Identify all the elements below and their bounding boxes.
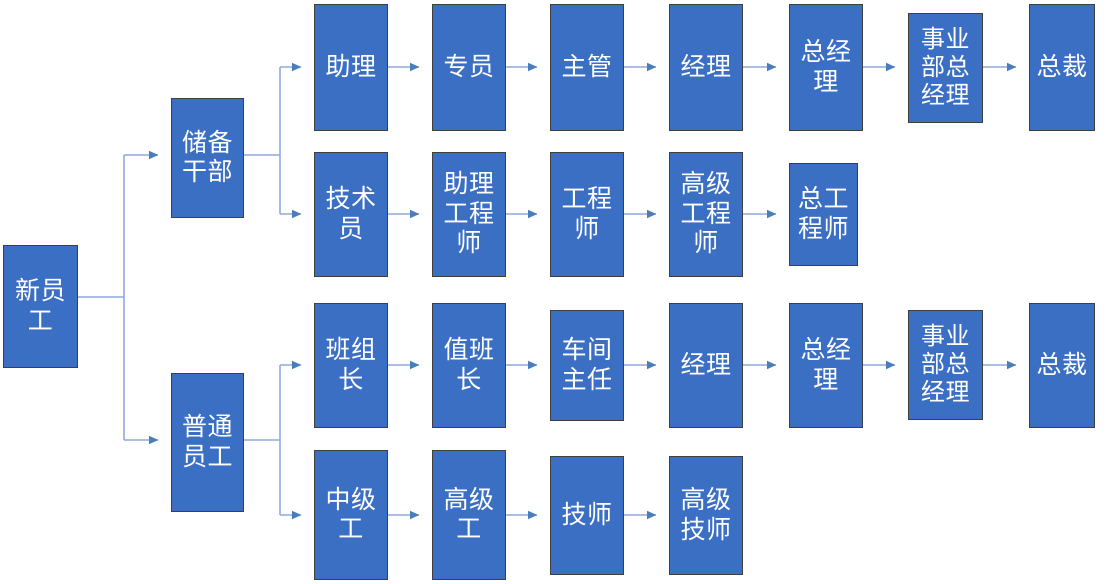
node-label: 主管 [561,52,613,81]
node-label: 车间主任 [561,336,613,394]
node-label: 总经理 [800,336,852,394]
node-label: 普通员工 [181,413,233,471]
node-label: 工程师 [561,185,613,243]
node-label: 总裁 [1036,52,1088,81]
node-label: 新员工 [14,277,66,335]
node-new-employee[interactable]: 新员工 [3,245,78,368]
node-production-step-7[interactable]: 总裁 [1029,303,1095,428]
node-production-step-2[interactable]: 值班长 [432,303,506,428]
node-label: 高级工 [443,485,495,544]
node-production-step-1[interactable]: 班组长 [314,303,388,428]
node-production-step-6[interactable]: 事业部总经理 [908,310,983,420]
node-technical-step-5[interactable]: 总工程师 [789,163,858,266]
node-technical-step-1[interactable]: 技术员 [314,152,388,277]
node-management-step-4[interactable]: 经理 [669,4,743,131]
node-label: 总工程师 [797,185,849,243]
node-technical-step-3[interactable]: 工程师 [550,152,624,277]
node-regular-employee[interactable]: 普通员工 [171,373,244,512]
node-production-step-3[interactable]: 车间主任 [550,310,624,421]
node-management-step-5[interactable]: 总经理 [789,4,863,131]
node-label: 经理 [680,350,732,379]
node-label: 高级工程师 [680,170,732,258]
node-label: 储备干部 [181,128,233,187]
node-label: 中级工 [325,485,377,544]
node-label: 总裁 [1036,350,1088,379]
node-management-step-7[interactable]: 总裁 [1029,4,1095,131]
node-skill-step-1[interactable]: 中级工 [314,450,388,580]
node-production-step-4[interactable]: 经理 [669,303,743,428]
node-reserve-cadre[interactable]: 储备干部 [171,98,244,218]
node-label: 高级技师 [680,486,732,544]
node-label: 事业部总经理 [921,322,970,407]
node-skill-step-2[interactable]: 高级工 [432,450,506,580]
node-management-step-3[interactable]: 主管 [550,4,624,131]
node-management-step-1[interactable]: 助理 [314,4,388,131]
node-technical-step-2[interactable]: 助理工程师 [432,152,506,277]
node-label: 事业部总经理 [921,25,970,110]
node-label: 总经理 [800,38,852,96]
node-skill-step-3[interactable]: 技师 [550,456,624,575]
node-label: 值班长 [443,336,495,394]
node-management-step-6[interactable]: 事业部总经理 [908,13,983,123]
node-label: 专员 [443,52,495,81]
node-label: 助理工程师 [443,170,495,258]
node-label: 技术员 [325,185,377,243]
node-label: 经理 [680,52,732,81]
node-production-step-5[interactable]: 总经理 [789,303,863,428]
node-label: 助理 [325,52,377,81]
node-management-step-2[interactable]: 专员 [432,4,506,131]
node-technical-step-4[interactable]: 高级工程师 [669,152,743,277]
node-skill-step-4[interactable]: 高级技师 [669,456,743,575]
node-label: 班组长 [325,336,377,394]
node-label: 技师 [561,500,613,529]
